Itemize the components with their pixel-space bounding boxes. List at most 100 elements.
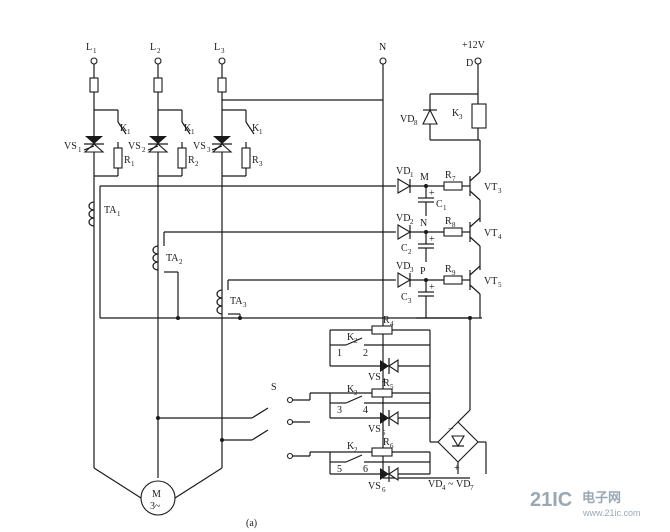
label-r7: R	[445, 170, 452, 181]
label-node-d: D	[466, 58, 473, 69]
ta3-transformer	[216, 279, 396, 318]
label-c2: C	[401, 243, 408, 254]
label-k1-a-sub: 1	[127, 128, 131, 136]
r8-resistor	[443, 227, 470, 237]
label-vs2-sub: 2	[142, 146, 146, 154]
label-ta3: TA	[230, 296, 243, 307]
vs2-branch	[147, 109, 191, 177]
label-bridge-vd2: VD	[456, 479, 470, 490]
r7-resistor	[443, 181, 470, 191]
ta2-transformer	[152, 231, 396, 318]
c3-capacitor	[418, 278, 434, 308]
label-vt4: VT	[484, 228, 497, 239]
label-k2-a-sub: 2	[354, 337, 358, 345]
label-r3-sub: 3	[259, 160, 263, 168]
label-vs1-sub: 1	[78, 146, 82, 154]
label-c3-sub: 3	[408, 297, 412, 305]
motor	[93, 467, 223, 516]
label-r5-sub: 5	[390, 383, 394, 391]
label-k1-b-sub: 1	[191, 128, 195, 136]
label-vd2: VD	[396, 213, 410, 224]
label-r2-sub: 2	[195, 160, 199, 168]
label-vd3: VD	[396, 261, 410, 272]
c2-capacitor	[418, 230, 434, 262]
label-contact-4: 4	[363, 405, 368, 416]
vd2-diode	[397, 224, 444, 240]
label-k2-c: K	[347, 441, 355, 452]
label-l1-sub: 1	[93, 47, 97, 55]
watermark-cn: 电子网	[582, 490, 621, 506]
k2-branch-1	[329, 325, 431, 374]
label-plus-12v: +12V	[462, 40, 486, 51]
label-c3-plus: +	[429, 282, 435, 293]
label-node-m: M	[420, 172, 429, 183]
label-k1-c-sub: 1	[259, 128, 263, 136]
label-r8: R	[445, 216, 452, 227]
label-r1-sub: 1	[131, 160, 135, 168]
label-vs5: VS	[368, 424, 381, 435]
label-vd1-sub: 1	[410, 171, 414, 179]
label-vt4-sub: 4	[498, 233, 502, 241]
label-contact-6: 6	[363, 464, 368, 475]
junction-dot	[238, 316, 242, 320]
label-vs3: VS	[193, 141, 206, 152]
label-c2-plus: +	[429, 234, 435, 245]
label-vd8: VD	[400, 114, 414, 125]
label-vd8-sub: 8	[414, 119, 418, 127]
label-r4: R	[383, 315, 390, 326]
label-ta3-sub: 3	[243, 301, 247, 309]
label-contact-3: 3	[337, 405, 342, 416]
label-r5: R	[383, 378, 390, 389]
label-r4-sub: 4	[390, 320, 394, 328]
label-l1: L	[86, 42, 92, 53]
watermark-brand: 21IC	[530, 489, 572, 511]
label-c3: C	[401, 292, 408, 303]
label-vs6-sub: 6	[382, 486, 386, 494]
phase-line-l2	[153, 57, 163, 478]
label-vs5-sub: 5	[382, 429, 386, 437]
label-l3-sub: 3	[221, 47, 225, 55]
phase-line-l1	[89, 57, 99, 468]
label-node-n: N	[420, 218, 427, 229]
label-contact-5: 5	[337, 464, 342, 475]
label-switch-s: S	[271, 382, 277, 393]
label-k3-sub: 3	[459, 113, 463, 121]
label-vs4: VS	[368, 372, 381, 383]
label-c2-sub: 2	[408, 248, 412, 256]
label-k2-b-sub: 2	[354, 389, 358, 397]
bridge-rectifier	[429, 318, 487, 474]
label-ta2-sub: 2	[179, 258, 183, 266]
label-k2-b: K	[347, 384, 355, 395]
label-node-p: P	[420, 266, 426, 277]
label-ta1: TA	[104, 205, 117, 216]
label-vt3-sub: 3	[498, 187, 502, 195]
label-r6: R	[383, 437, 390, 448]
label-k3: K	[452, 108, 460, 119]
label-k1-a: K	[120, 123, 128, 134]
label-vd1: VD	[396, 166, 410, 177]
vd8-diode	[422, 94, 438, 140]
label-r2: R	[188, 155, 195, 166]
label-r1: R	[124, 155, 131, 166]
label-vt5: VT	[484, 276, 497, 287]
watermark-url: www.21ic.com	[582, 508, 641, 518]
label-ta1-sub: 1	[117, 210, 121, 218]
label-vs4-sub: 4	[382, 377, 386, 385]
label-motor: M	[152, 489, 161, 500]
label-bridge-plus: +	[454, 463, 460, 474]
vt4-transistor	[469, 217, 481, 270]
vt3-transistor	[469, 140, 481, 222]
label-r9: R	[445, 264, 452, 275]
label-vt3: VT	[484, 182, 497, 193]
label-k2-a: K	[347, 332, 355, 343]
vt5-transistor	[469, 265, 481, 318]
label-bridge-tilde: ~	[448, 479, 454, 490]
label-vs6: VS	[368, 481, 381, 492]
label-r8-sub: 8	[452, 221, 456, 229]
phase-line-l3	[217, 57, 227, 468]
label-bridge-vd: VD	[428, 479, 442, 490]
label-r9-sub: 9	[452, 269, 456, 277]
s-switch	[156, 393, 311, 460]
label-contact-1: 1	[337, 348, 342, 359]
label-vd2-sub: 2	[410, 218, 414, 226]
